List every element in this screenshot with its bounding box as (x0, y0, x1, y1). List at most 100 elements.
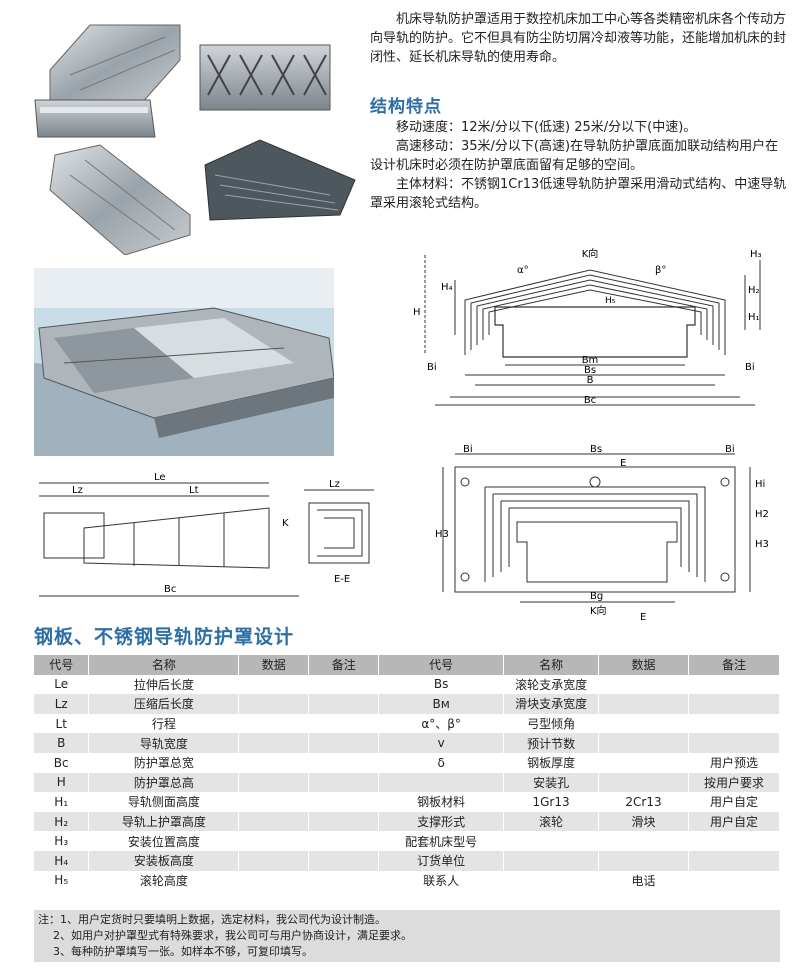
front-view-diagram: Bi Bs Bi E H3 Hi H2 H3 Bg K向 E (435, 444, 769, 623)
table-cell[interactable] (308, 694, 380, 714)
table-cell: 安装孔 (503, 772, 600, 793)
table-cell[interactable] (308, 850, 380, 871)
table-cell[interactable] (308, 733, 380, 753)
table-cell[interactable] (238, 850, 310, 871)
table-cell[interactable] (308, 870, 380, 891)
table-cell: H₃ (34, 831, 90, 851)
table-cell[interactable] (238, 831, 310, 851)
table-cell[interactable] (598, 733, 689, 753)
header-cell: 备注 (308, 655, 380, 675)
table-cell[interactable] (598, 752, 689, 773)
table-cell: 1Gr13 (503, 792, 600, 812)
header-cell: 名称 (88, 655, 240, 675)
dim-k-side: K (282, 518, 289, 529)
table-cell (503, 850, 600, 871)
table-cell[interactable] (598, 694, 689, 714)
dim-h3b-front: H3 (755, 539, 769, 550)
dim-bi-right: Bi (745, 362, 755, 373)
table-cell[interactable] (598, 674, 689, 695)
note-line: 3、每种防护罩填写一张。如样本不够，可复印填写。 (53, 945, 313, 958)
table-cell[interactable] (308, 752, 380, 773)
table-cell: Lt (34, 713, 90, 734)
header-cell: 数据 (238, 655, 310, 675)
table-cell[interactable] (308, 831, 380, 851)
table-cell: δ (378, 752, 505, 773)
table-cell: 滚轮支承宽度 (503, 674, 600, 695)
table-cell[interactable] (308, 772, 380, 793)
table-cell: 联系人 (378, 870, 505, 891)
table-cell[interactable]: 电话 (598, 870, 689, 891)
table-cell[interactable] (598, 850, 689, 871)
product-photos (34, 24, 356, 255)
table-cell[interactable] (238, 694, 310, 714)
table-cell[interactable] (238, 674, 310, 695)
dim-h: H (413, 307, 421, 318)
intro-paragraph: 机床导轨防护罩适用于数控机床加工中心等各类精密机床各个传动方向导轨的防护。它不但… (370, 12, 787, 65)
table-cell[interactable] (238, 870, 310, 891)
table-cell[interactable] (688, 674, 780, 695)
table-cell: 支撑形式 (378, 811, 505, 832)
table-cell[interactable] (238, 811, 310, 832)
table-cell[interactable] (308, 713, 380, 734)
table-cell[interactable]: 滑块 (598, 811, 689, 832)
section-title: 钢板、不锈钢导轨防护罩设计 (34, 626, 295, 648)
dim-ee: E-E (334, 574, 350, 585)
table-cell[interactable] (238, 792, 310, 812)
table-cell: Bc (34, 752, 90, 773)
features-text: 移动速度：12米/分以下(低速) 25米/分以下(中速)。 高速移动：35米/分… (370, 118, 790, 213)
dim-bc: Bc (584, 395, 596, 406)
table-cell[interactable]: 按用户要求 (688, 772, 780, 793)
dim-h2-front: H2 (755, 509, 769, 520)
side-view-diagram: Le Lz Lt Bc K Lz E-E (39, 472, 374, 597)
header-cell: 代号 (378, 655, 505, 675)
cross-section-diagram: K向 H H₄ α° β° H₃ H₂ H₁ H₅ Bi Bi Bm Bs B … (413, 247, 762, 406)
cover-photo-5 (204, 139, 356, 221)
dim-beta: β° (655, 265, 666, 276)
table-cell: Bs (378, 674, 505, 695)
table-cell[interactable] (688, 831, 780, 851)
cover-photo-3 (34, 99, 156, 138)
table-cell: B (34, 733, 90, 753)
table-cell[interactable] (598, 713, 689, 734)
table-cell[interactable]: 用户自定 (688, 811, 780, 832)
table-cell: 导轨上护罩高度 (88, 811, 240, 832)
table-cell[interactable] (688, 694, 780, 714)
table-cell[interactable] (308, 674, 380, 695)
table-cell[interactable] (308, 811, 380, 832)
dim-h3: H₃ (750, 249, 762, 260)
table-cell: 滚轮 (503, 811, 600, 832)
table-cell (503, 831, 600, 851)
table-cell[interactable]: 用户预选 (688, 752, 780, 773)
table-cell[interactable] (308, 792, 380, 812)
table-cell[interactable] (688, 733, 780, 753)
table-cell[interactable]: 用户自定 (688, 792, 780, 812)
machine-photo (34, 268, 334, 456)
note-line: 2、如用户对护罩型式有特殊要求，我公司可与用户协商设计，满足要求。 (53, 929, 412, 942)
table-cell[interactable] (598, 772, 689, 793)
table-cell: Lz (34, 694, 90, 714)
table-cell[interactable] (238, 772, 310, 793)
dim-lz-section: Lz (329, 479, 340, 490)
dim-e-front: E (640, 612, 646, 623)
table-cell[interactable] (238, 713, 310, 734)
table-cell: H₄ (34, 850, 90, 871)
table-cell[interactable] (238, 752, 310, 773)
dim-bi-left: Bi (427, 362, 437, 373)
table-cell[interactable] (238, 733, 310, 753)
dim-b: B (587, 375, 594, 386)
table-cell[interactable] (688, 850, 780, 871)
table-cell[interactable] (688, 713, 780, 734)
table-cell[interactable]: 2Cr13 (598, 792, 689, 812)
table-header-row: 代号 名称 数据 备注 代号 名称 数据 备注 (34, 655, 780, 675)
dim-alpha: α° (517, 265, 529, 276)
cover-photo-2 (199, 44, 331, 111)
table-cell: H₁ (34, 792, 90, 812)
table-cell[interactable] (688, 870, 780, 891)
table-cell[interactable] (598, 831, 689, 851)
table-cell: 钢板厚度 (503, 752, 600, 773)
